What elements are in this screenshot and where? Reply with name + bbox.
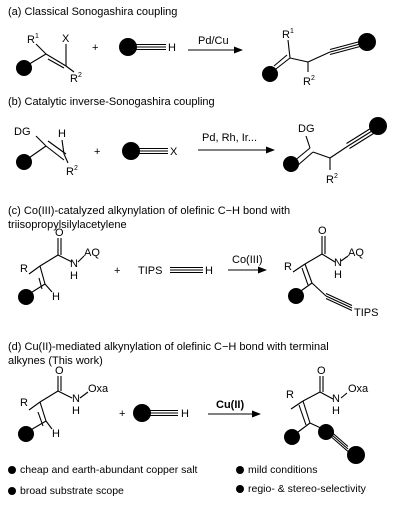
a-product-r2: R2 — [303, 75, 315, 88]
d-product-r: R — [286, 389, 294, 401]
scheme-b-product-ball-left — [283, 156, 299, 172]
d-product-n: N — [332, 393, 340, 405]
b-plus: + — [94, 146, 100, 158]
scheme-d-substrate-ball — [18, 426, 34, 442]
b-product-dg: DG — [298, 123, 315, 135]
bullet-icon — [8, 487, 16, 495]
d-n-label: N — [72, 393, 80, 405]
a-h-label: H — [168, 42, 176, 54]
section-b-title: (b) Catalytic inverse-Sonogashira coupli… — [8, 96, 215, 108]
highlight-text: broad substrate scope — [20, 485, 124, 497]
c-o-label: O — [55, 227, 64, 239]
d-product-o: O — [317, 365, 326, 377]
a-x-label: X — [62, 33, 70, 45]
a-r2-label: R2 — [70, 72, 82, 85]
scheme-c-tips-acetylene — [170, 266, 203, 274]
scheme-b-substrate-ball — [16, 154, 32, 170]
section-d-title-line1: (d) Cu(II)-mediated alkynylation of olef… — [8, 341, 329, 353]
scheme-a-product-ball-left — [262, 66, 278, 82]
scheme-c-substrate-ball — [18, 289, 34, 305]
scheme-d-alkyne-ball — [133, 404, 151, 422]
bullet-icon — [8, 466, 16, 474]
highlight-mild-conditions: mild conditions — [236, 464, 317, 476]
c-conditions: Co(III) — [232, 254, 263, 266]
d-conditions: Cu(II) — [216, 399, 244, 411]
scheme-a-arrow — [188, 46, 243, 54]
highlight-copper-salt: cheap and earth-abundant copper salt — [8, 464, 197, 476]
highlight-text: mild conditions — [248, 464, 318, 476]
c-product-n: N — [334, 257, 342, 269]
scheme-c-arrow — [228, 266, 267, 274]
section-d-title-line2: alkynes (This work) — [8, 355, 103, 367]
bullet-icon — [236, 485, 244, 493]
scheme-a-terminal-alkyne — [136, 43, 166, 51]
scheme-d-arrow — [208, 410, 261, 418]
highlight-selectivity: regio- & stereo-selectivity — [236, 483, 366, 495]
c-n-label: N — [70, 258, 78, 270]
a-r1-label: R1 — [27, 33, 39, 46]
c-product-nh: H — [334, 269, 342, 281]
scheme-b-arrow — [198, 146, 275, 154]
scheme-d-terminal-alkyne — [150, 409, 178, 417]
d-r-label: R — [20, 397, 28, 409]
section-c-title-line2: triisopropylsilylacetylene — [8, 219, 127, 231]
d-o-label: O — [55, 365, 64, 377]
scheme-d-product-ball-right — [347, 446, 365, 464]
scheme-a-vinyl-halide — [25, 43, 75, 73]
scheme-c-product-ball — [288, 288, 304, 304]
d-product-nh: H — [332, 405, 340, 417]
scheme-d-product-ball-mid — [318, 424, 334, 440]
scheme-a-product-ball-right — [358, 33, 376, 51]
c-h-terminal: H — [205, 265, 213, 277]
d-plus: + — [119, 408, 125, 420]
scheme-b-product-ball-right — [369, 117, 387, 135]
scheme-b-vinyl-dg — [25, 135, 69, 164]
c-product-o: O — [318, 225, 327, 237]
c-product-r: R — [284, 261, 292, 273]
c-h-label: H — [52, 291, 60, 303]
a-conditions: Pd/Cu — [198, 35, 229, 47]
d-oxa-label: Oxa — [88, 383, 109, 395]
scheme-d-product-ball-left — [284, 429, 300, 445]
c-plus: + — [114, 265, 120, 277]
c-tips-label: TIPS — [138, 265, 162, 277]
scheme-d-product — [290, 376, 349, 452]
highlight-substrate-scope: broad substrate scope — [8, 485, 124, 497]
scheme-b-alkyne-ball — [122, 142, 140, 160]
scheme-c-product — [292, 236, 353, 311]
b-dg-label: DG — [14, 126, 31, 138]
bullet-icon — [236, 466, 244, 474]
highlight-text: regio- & stereo-selectivity — [248, 483, 366, 495]
c-product-tips: TIPS — [354, 307, 378, 319]
a-plus: + — [92, 42, 98, 54]
b-product-r2: R2 — [326, 173, 338, 186]
d-nh-label: H — [72, 405, 80, 417]
scheme-a-alkyne-ball — [119, 38, 137, 56]
section-a-title: (a) Classical Sonogashira coupling — [8, 6, 178, 18]
scheme-a-substrate-ball — [16, 60, 32, 76]
b-h-label: H — [58, 128, 66, 140]
d-h-label: H — [52, 428, 60, 440]
b-conditions: Pd, Rh, Ir... — [202, 132, 257, 144]
b-r2-label: R2 — [66, 165, 78, 178]
a-product-r1: R1 — [282, 28, 294, 41]
scheme-a-enyne-product — [271, 39, 361, 73]
c-aq-label: AQ — [84, 247, 100, 259]
c-nh-label: H — [70, 270, 78, 282]
d-product-oxa: Oxa — [348, 383, 369, 395]
scheme-b-haloalkyne — [139, 147, 168, 155]
c-product-aq: AQ — [348, 247, 364, 259]
c-r-label: R — [20, 263, 28, 275]
d-h-terminal: H — [181, 408, 189, 420]
highlight-text: cheap and earth-abundant copper salt — [20, 464, 198, 476]
section-c-title-line1: (c) Co(III)-catalyzed alkynylation of ol… — [8, 205, 291, 217]
b-x-label: X — [170, 146, 178, 158]
